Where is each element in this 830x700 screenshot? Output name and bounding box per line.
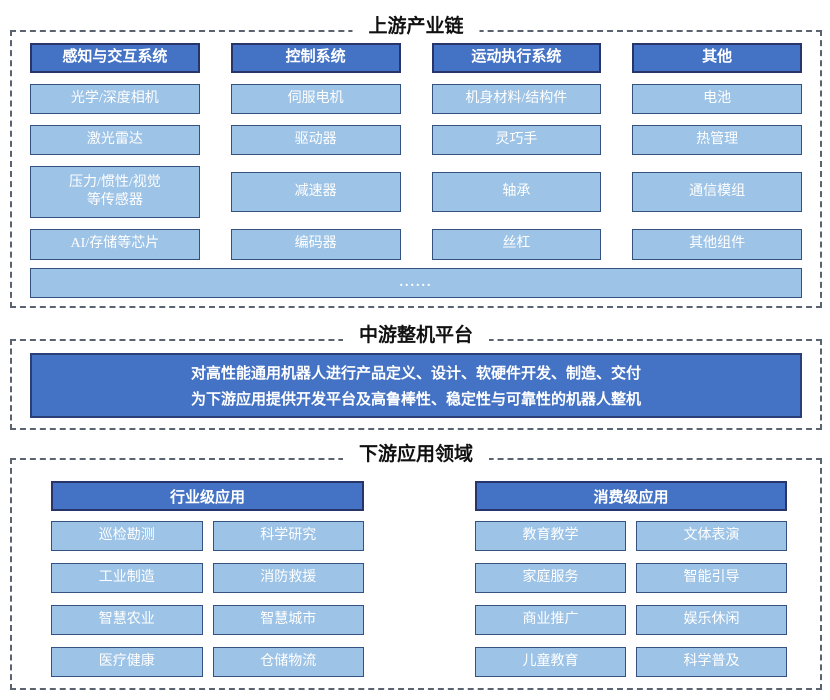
upstream-item: 伺服电机: [230, 84, 401, 114]
downstream-section-title: 下游应用领域: [342, 440, 490, 470]
midstream-section: 中游整机平台 对高性能通用机器人进行产品定义、设计、软硬件开发、制造、交付 为下…: [10, 321, 822, 430]
consumer-applications-grid: 教育教学 文体表演 家庭服务 智能引导 商业推广 娱乐休闲 儿童教育 科学普及: [475, 521, 787, 677]
midstream-section-title: 中游整机平台: [342, 321, 490, 351]
upstream-more-label: ......: [399, 275, 433, 290]
upstream-item: 激光雷达: [30, 125, 200, 155]
upstream-item: 热管理: [632, 125, 802, 155]
upstream-item: 编码器: [230, 229, 401, 260]
upstream-item: 压力/惯性/视觉 等传感器: [30, 166, 200, 218]
downstream-item: 文体表演: [636, 521, 787, 551]
upstream-item: AI/存储等芯片: [30, 229, 200, 260]
upstream-item: 灵巧手: [431, 125, 602, 155]
downstream-item: 消防救援: [212, 563, 364, 593]
downstream-item: 商业推广: [475, 605, 626, 635]
upstream-category-header: 感知与交互系统: [30, 43, 200, 73]
upstream-section-title: 上游产业链: [352, 12, 480, 42]
upstream-item: 其他组件: [632, 229, 802, 260]
upstream-item: 轴承: [431, 172, 602, 212]
upstream-item: 机身材料/结构件: [431, 84, 602, 114]
downstream-item: 教育教学: [475, 521, 626, 551]
upstream-item: 驱动器: [230, 125, 401, 155]
upstream-item: 减速器: [230, 172, 401, 212]
upstream-category-header: 运动执行系统: [431, 43, 602, 73]
upstream-section: 上游产业链 感知与交互系统 光学/深度相机 激光雷达 压力/惯性/视觉 等传感器…: [10, 12, 822, 308]
downstream-item: 娱乐休闲: [636, 605, 787, 635]
upstream-category-header: 控制系统: [230, 43, 401, 73]
downstream-item: 工业制造: [51, 563, 203, 593]
downstream-item: 智能引导: [636, 563, 787, 593]
upstream-category-header: 其他: [632, 43, 802, 73]
consumer-applications-group: 消费级应用 教育教学 文体表演 家庭服务 智能引导 商业推广 娱乐休闲 儿童教育…: [475, 481, 787, 677]
downstream-item: 智慧农业: [51, 605, 203, 635]
midstream-description-line: 对高性能通用机器人进行产品定义、设计、软硬件开发、制造、交付: [190, 366, 641, 382]
midstream-description-line: 为下游应用提供开发平台及高鲁棒性、稳定性与可靠性的机器人整机: [190, 392, 641, 408]
downstream-item: 巡检勘测: [51, 521, 203, 551]
upstream-item: 电池: [632, 84, 802, 114]
upstream-more-bar: ......: [30, 268, 802, 298]
downstream-item: 儿童教育: [475, 647, 626, 677]
downstream-item: 科学普及: [636, 647, 787, 677]
upstream-grid: 感知与交互系统 光学/深度相机 激光雷达 压力/惯性/视觉 等传感器 AI/存储…: [30, 43, 802, 260]
downstream-item: 医疗健康: [51, 647, 203, 677]
downstream-item: 仓储物流: [212, 647, 364, 677]
downstream-item: 家庭服务: [475, 563, 626, 593]
downstream-item: 科学研究: [212, 521, 364, 551]
downstream-section: 下游应用领域 行业级应用 巡检勘测 科学研究 工业制造 消防救援 智慧农业 智慧…: [10, 440, 822, 690]
upstream-item: 通信模组: [632, 172, 802, 212]
downstream-item: 智慧城市: [212, 605, 364, 635]
upstream-item: 丝杠: [431, 229, 602, 260]
industry-applications-group: 行业级应用 巡检勘测 科学研究 工业制造 消防救援 智慧农业 智慧城市 医疗健康…: [51, 481, 364, 677]
industry-applications-header: 行业级应用: [51, 481, 364, 511]
upstream-item: 光学/深度相机: [30, 84, 200, 114]
consumer-applications-header: 消费级应用: [475, 481, 787, 511]
midstream-description-box: 对高性能通用机器人进行产品定义、设计、软硬件开发、制造、交付 为下游应用提供开发…: [30, 353, 802, 418]
industry-applications-grid: 巡检勘测 科学研究 工业制造 消防救援 智慧农业 智慧城市 医疗健康 仓储物流: [51, 521, 364, 677]
